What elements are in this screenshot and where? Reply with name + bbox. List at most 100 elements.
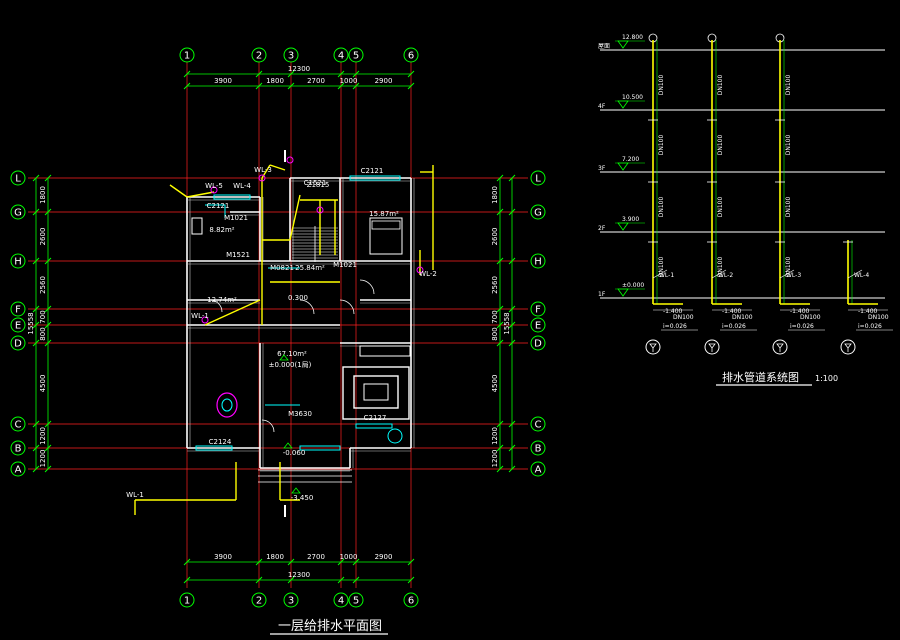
riser-id: WL-2 (718, 272, 733, 279)
dim-tick (496, 444, 504, 452)
dim-value: 1800 (266, 77, 284, 85)
dim-tick (255, 70, 263, 78)
dim-value: 3900 (214, 553, 232, 561)
sofa-inner (353, 375, 399, 409)
room-area-label: 25.84m² (295, 264, 325, 272)
pipe-tag: WL-3 (254, 166, 272, 174)
window (349, 175, 401, 181)
drain-pipe-segment (204, 299, 261, 326)
dim-tick (32, 339, 40, 347)
grid-label-row: B (15, 444, 22, 455)
elevation-value: 7.200 (622, 156, 639, 163)
dim-tick (508, 339, 516, 347)
grid-label-col: 6 (408, 596, 414, 607)
dim-tick (352, 576, 360, 584)
door-swing (261, 419, 275, 433)
opening-label: Z1815 (307, 181, 330, 189)
dim-value: 1800 (491, 186, 499, 204)
riser-symbol-glyph (708, 343, 716, 352)
grid-bubble-row (530, 253, 546, 269)
grid-label-row: B (535, 444, 542, 455)
grid-label-row: A (535, 465, 542, 476)
grid-label-row: D (534, 339, 542, 350)
opening-label: M3630 (288, 410, 312, 418)
dim-value: 3900 (214, 77, 232, 85)
grid-label-row: E (15, 321, 21, 332)
pillow (371, 220, 401, 230)
dim-value: 4500 (491, 375, 499, 393)
dim-tick (496, 420, 504, 428)
dim-tick (44, 420, 52, 428)
plan-title: 一层给排水平面图 (278, 619, 382, 634)
riser-id-leader (779, 269, 795, 279)
room-area-label: ±0.000(1局) (269, 361, 312, 369)
wc-fixture (191, 217, 203, 235)
plan-drain-pipes (134, 150, 434, 517)
grid-label-row: F (15, 305, 21, 316)
dim-tick (32, 208, 40, 216)
outlet-slope: i=0.026 (858, 323, 882, 330)
dim-tick (183, 558, 191, 566)
outlet-depth: -1.400 (722, 308, 742, 315)
dim-value: 2560 (491, 276, 499, 294)
riser-id: WL-1 (659, 272, 674, 279)
dim-tick (183, 70, 191, 78)
riser-dn-label: DN100 (658, 75, 665, 96)
dim-tick (44, 321, 52, 329)
dim-tick (32, 305, 40, 313)
opening-label: M1021 (333, 261, 357, 269)
dim-tick (44, 339, 52, 347)
dim-tick (32, 321, 40, 329)
drainage-system-diagram: 屋面12.8004F10.5003F7.2002F3.9001F±0.000DN… (598, 33, 893, 355)
dim-tick (287, 576, 295, 584)
elevation-marker (279, 354, 289, 361)
dim-tick (508, 420, 516, 428)
dim-tick (32, 420, 40, 428)
dim-tick (337, 70, 345, 78)
room-area-label: 67.10m² (277, 350, 307, 358)
grid-bubble-col (283, 592, 299, 608)
riser-dn-label: DN100 (785, 135, 792, 156)
plan-walls (186, 175, 415, 483)
riser-dn-label: DN100 (717, 197, 724, 218)
dim-tick (44, 174, 52, 182)
grid-bubble-col (179, 47, 195, 63)
grid-label-row: H (14, 257, 22, 268)
dim-tick (32, 444, 40, 452)
dim-tick (44, 465, 52, 473)
grid-bubble-row (10, 253, 26, 269)
grid-bubble-col (333, 592, 349, 608)
elevation-marker (617, 40, 629, 49)
dim-value: 2700 (307, 553, 325, 561)
dim-value: 700 (39, 310, 47, 323)
drain-pipe-segment (169, 184, 188, 198)
riser-symbol-glyph (649, 343, 657, 352)
dim-tick (287, 558, 295, 566)
grid-bubble-row (10, 204, 26, 220)
dim-value: 4500 (39, 375, 47, 393)
plant-inner (221, 398, 233, 412)
outlet-dn: DN100 (673, 314, 694, 321)
outlet-slope: i=0.026 (722, 323, 746, 330)
elevation-marker (617, 222, 629, 231)
dim-tick (44, 257, 52, 265)
grid-label-row: L (15, 174, 21, 185)
elevation-marker (617, 288, 629, 297)
opening-label: M1521 (226, 251, 250, 259)
grid-bubble-row (530, 301, 546, 317)
dim-value: 2600 (39, 228, 47, 246)
room-area-label: 12.74m² (207, 296, 237, 304)
dim-tick (496, 339, 504, 347)
grid-bubble-row (10, 335, 26, 351)
dim-value: 1000 (340, 77, 358, 85)
pipe-tag: WL-1 (191, 312, 209, 320)
dim-tick (44, 444, 52, 452)
elevation-value: 3.900 (622, 216, 639, 223)
grid-bubble-col (283, 47, 299, 63)
dim-tick (255, 576, 263, 584)
counter (359, 345, 411, 357)
dim-tick (32, 257, 40, 265)
dim-tick (183, 82, 191, 90)
dim-tick (407, 576, 415, 584)
dim-tick (352, 558, 360, 566)
